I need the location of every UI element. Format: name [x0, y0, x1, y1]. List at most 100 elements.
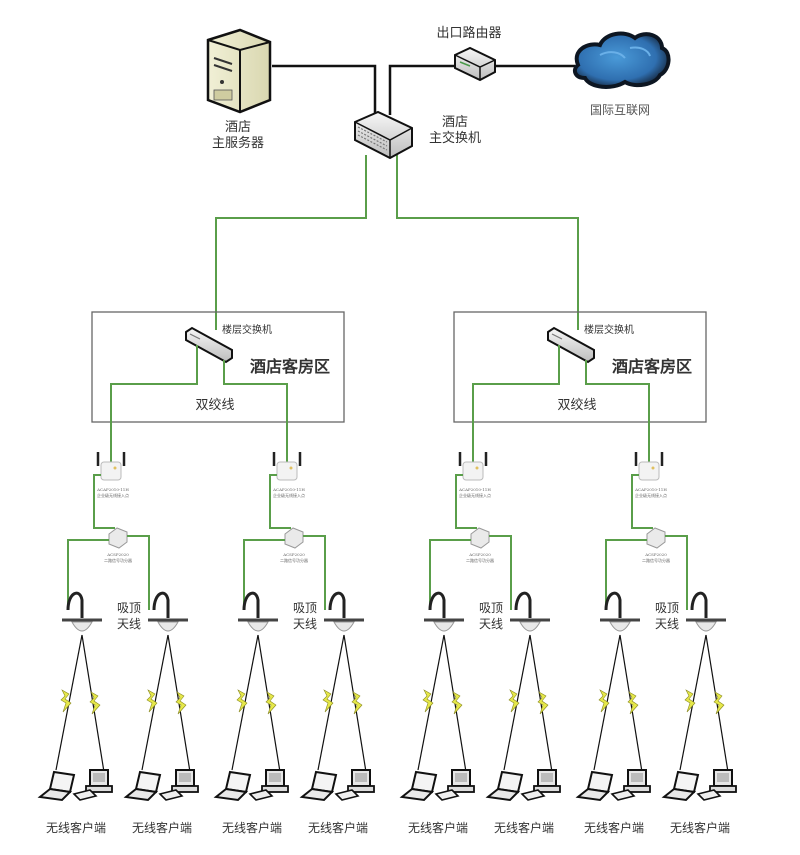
desktop-client-icon: [159, 769, 199, 801]
laptop-client-icon: [487, 771, 523, 801]
desktop-client-icon: [73, 769, 113, 801]
signal-splitter-icon: [470, 527, 490, 549]
ap-to-splitter-link: [269, 474, 291, 529]
ap-to-splitter-link: [455, 474, 477, 529]
twisted-pair-link: [110, 345, 198, 470]
ceiling-antenna-icon: [679, 591, 729, 773]
main-switch-label-line2: 主交换机: [429, 130, 481, 146]
internet-label: 国际互联网: [590, 103, 650, 117]
wireless-clients-label: 无线客户端: [494, 820, 554, 835]
internet-cloud-icon: [572, 31, 671, 89]
ap-type-label: 企业级无线接入点: [97, 492, 129, 498]
antenna-label-line2: 天线: [655, 617, 679, 631]
twisted-pair-link: [223, 360, 288, 470]
main-server-icon: [206, 28, 272, 114]
desktop-client-icon: [697, 769, 737, 801]
server-label-line2: 主服务器: [212, 135, 264, 151]
splitter-to-antenna-link: [605, 539, 647, 610]
laptop-client-icon: [301, 771, 337, 801]
ceiling-antenna-icon: [317, 591, 367, 773]
splitter-model-label: ACSP2020: [106, 552, 129, 557]
ceiling-antenna-icon: [141, 591, 191, 773]
splitter-to-antenna-link: [665, 535, 688, 610]
splitter-type-label: 二路信号功分器: [280, 557, 308, 563]
antenna-label-line2: 天线: [479, 617, 503, 631]
wireless-ap-icon: [634, 452, 664, 481]
exit-router-icon: [454, 46, 496, 82]
desktop-client-icon: [249, 769, 289, 801]
main-switch-icon: [354, 110, 413, 160]
trunk-link-left: [215, 155, 367, 330]
antenna-label-line1: 吸顶: [655, 601, 679, 615]
antenna-label-line1: 吸顶: [117, 601, 141, 615]
antenna-label-line1: 吸顶: [293, 601, 317, 615]
signal-splitter-icon: [646, 527, 666, 549]
laptop-client-icon: [663, 771, 699, 801]
wireless-ap-icon: [458, 452, 488, 481]
antenna-label-line2: 天线: [117, 617, 141, 631]
floor-switch-label: 楼层交换机: [222, 323, 272, 336]
splitter-type-label: 二路信号功分器: [104, 557, 132, 563]
antenna-label-line2: 天线: [293, 617, 317, 631]
server-to-switch-link: [272, 64, 377, 115]
twisted-pair-link: [472, 345, 560, 470]
wireless-clients-label: 无线客户端: [132, 820, 192, 835]
zone-label: 酒店客房区: [250, 357, 330, 376]
server-label-line1: 酒店: [225, 120, 251, 135]
ap-type-label: 企业级无线接入点: [635, 492, 667, 498]
wireless-clients-label: 无线客户端: [408, 820, 468, 835]
floor-switch-icon: [547, 326, 595, 364]
antenna-label-line1: 吸顶: [479, 601, 503, 615]
laptop-client-icon: [577, 771, 613, 801]
splitter-type-label: 二路信号功分器: [642, 557, 670, 563]
floor-switch-label: 楼层交换机: [584, 323, 634, 336]
ap-branch: ACAP2010-11H企业级无线接入点ACSP2020二路信号功分器无线客户端…: [401, 452, 561, 835]
wireless-clients-label: 无线客户端: [222, 820, 282, 835]
ap-type-label: 企业级无线接入点: [459, 492, 491, 498]
ap-model-label: ACAP2010-11H: [96, 487, 129, 492]
ceiling-antenna-icon: [503, 591, 553, 773]
splitter-to-antenna-link: [127, 535, 150, 610]
router-label: 出口路由器: [436, 25, 501, 41]
splitter-to-antenna-link: [489, 535, 512, 610]
main-switch-label-line1: 酒店: [442, 115, 468, 130]
zone-boundary: [453, 311, 707, 423]
ap-to-splitter-link: [93, 474, 115, 529]
ap-model-label: ACAP2010-11H: [272, 487, 305, 492]
ceiling-antenna-icon: [55, 591, 105, 773]
splitter-to-antenna-link: [67, 539, 109, 610]
desktop-client-icon: [521, 769, 561, 801]
ceiling-antenna-icon: [417, 591, 467, 773]
wireless-clients-label: 无线客户端: [670, 820, 730, 835]
wireless-clients-label: 无线客户端: [308, 820, 368, 835]
desktop-client-icon: [611, 769, 651, 801]
signal-splitter-icon: [108, 527, 128, 549]
switch-to-router-link: [388, 64, 455, 115]
laptop-client-icon: [125, 771, 161, 801]
desktop-client-icon: [335, 769, 375, 801]
ap-model-label: ACAP2010-11H: [634, 487, 667, 492]
zone-boundary: [91, 311, 345, 423]
signal-splitter-icon: [284, 527, 304, 549]
desktop-client-icon: [435, 769, 475, 801]
laptop-client-icon: [215, 771, 251, 801]
guest-room-zone: 楼层交换机酒店客房区双绞线ACAP2010-11H企业级无线接入点ACSP202…: [401, 311, 737, 835]
laptop-client-icon: [39, 771, 75, 801]
splitter-to-antenna-link: [429, 539, 471, 610]
ap-to-splitter-link: [631, 474, 653, 529]
cable-label: 双绞线: [557, 397, 596, 413]
wireless-clients-label: 无线客户端: [584, 820, 644, 835]
ap-type-label: 企业级无线接入点: [273, 492, 305, 498]
splitter-type-label: 二路信号功分器: [466, 557, 494, 563]
wireless-ap-icon: [272, 452, 302, 481]
guest-room-zone: 楼层交换机酒店客房区双绞线ACAP2010-11H企业级无线接入点ACSP202…: [39, 311, 375, 835]
splitter-to-antenna-link: [303, 535, 326, 610]
splitter-model-label: ACSP2020: [282, 552, 305, 557]
splitter-model-label: ACSP2020: [644, 552, 667, 557]
wireless-clients-label: 无线客户端: [46, 820, 106, 835]
zone-label: 酒店客房区: [612, 357, 692, 376]
ceiling-antenna-icon: [593, 591, 643, 773]
